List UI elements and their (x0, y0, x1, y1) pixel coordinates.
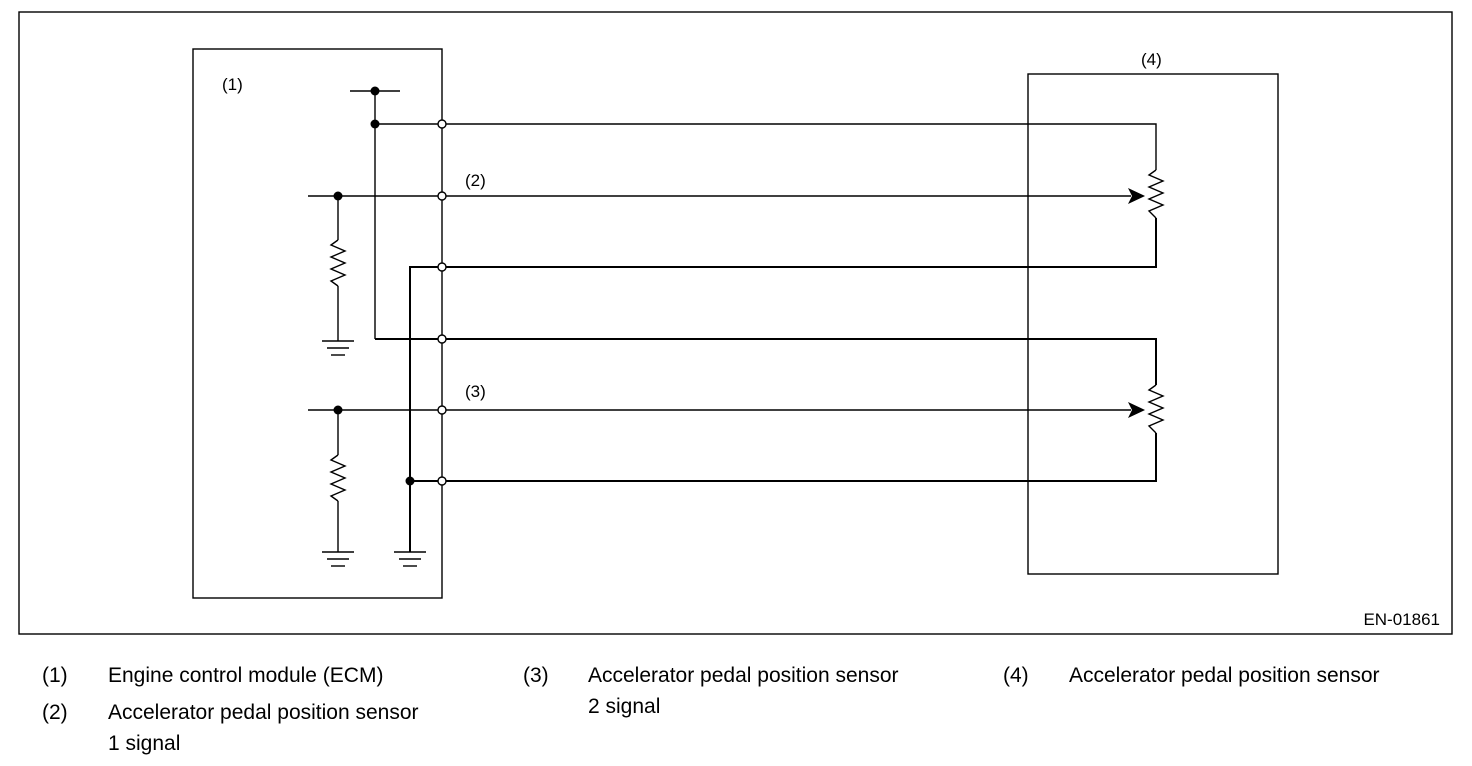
sensor2-potentiometer (1147, 384, 1165, 434)
ecm-box (192, 48, 443, 599)
ground-symbol-3 (394, 551, 426, 567)
pulldown1-resistor (329, 239, 347, 287)
junction-dot (370, 119, 380, 129)
sensor2-wiper-arrow (1128, 402, 1145, 418)
ground-symbol-2 (322, 551, 354, 567)
legend-text: Accelerator pedal position sensor (108, 701, 419, 724)
legend-item-3: (3) Accelerator pedal position sensor 2 … (523, 660, 963, 724)
label-sensor: (4) (1141, 50, 1162, 69)
legend-text: Accelerator pedal position sensor (588, 664, 899, 687)
ecm-terminal (437, 334, 447, 344)
junction-dot (405, 476, 415, 486)
legend-item-2: (2) Accelerator pedal position sensor 1 … (42, 697, 482, 761)
ecm-terminal (437, 119, 447, 129)
legend-item-1: (1) Engine control module (ECM) (42, 660, 482, 692)
legend-text: 2 signal (588, 695, 661, 718)
ecm-terminal (437, 191, 447, 201)
sensor-box (1027, 73, 1279, 575)
label-signal-2: (3) (465, 382, 486, 401)
junction-dot (333, 191, 343, 201)
wire-sensor1-ground (409, 218, 1157, 552)
wire-sensor2-power (375, 338, 1157, 385)
label-ecm: (1) (222, 75, 243, 94)
legend-text: 1 signal (108, 732, 181, 755)
figure-code: EN-01861 (1363, 610, 1440, 629)
label-signal-1: (2) (465, 171, 486, 190)
ecm-terminal (437, 262, 447, 272)
junction-dot (333, 405, 343, 415)
legend-number: (3) (523, 664, 549, 687)
diagram-frame (18, 11, 1453, 635)
legend-item-4: (4) Accelerator pedal position sensor (1003, 660, 1463, 692)
legend-number: (4) (1003, 664, 1029, 687)
legend-number: (2) (42, 701, 68, 724)
pulldown2-resistor (329, 454, 347, 502)
sensor1-wiper-arrow (1128, 188, 1145, 204)
sensor1-potentiometer (1147, 169, 1165, 219)
ecm-terminal (437, 405, 447, 415)
legend-number: (1) (42, 664, 68, 687)
legend-text: Engine control module (ECM) (108, 664, 384, 687)
wire-sensor2-ground (410, 433, 1157, 482)
legend-text: Accelerator pedal position sensor (1069, 664, 1380, 687)
junction-dot (370, 86, 380, 96)
wire-sensor1-power (375, 123, 1157, 170)
ecm-terminal (437, 476, 447, 486)
ground-symbol-1 (322, 340, 354, 356)
